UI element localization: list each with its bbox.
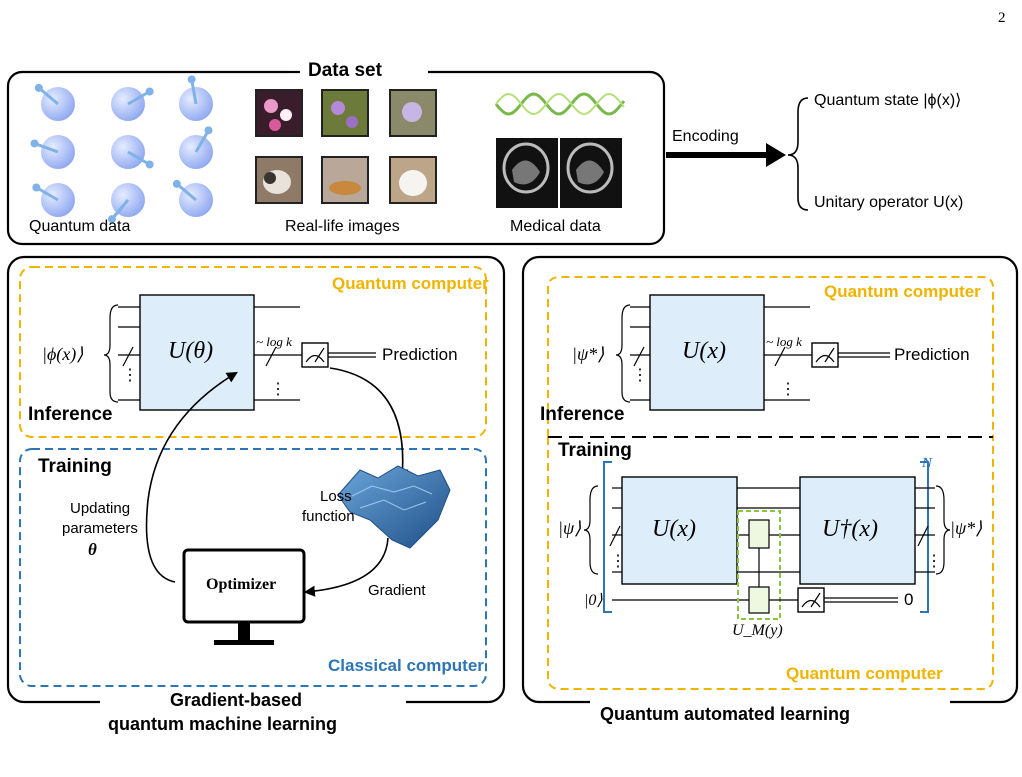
left-caption-line1: Gradient-based xyxy=(170,690,303,710)
right-inference-label: Inference xyxy=(540,404,625,425)
ancilla-label: |0⟩ xyxy=(584,592,603,609)
encoding-arrowhead xyxy=(766,143,786,167)
encoding-output-unitary: Unitary operator U(x) xyxy=(814,194,964,211)
encoding-output-state: Quantum state |ϕ(x)⟩ xyxy=(814,92,962,109)
dataset-title: Data set xyxy=(308,60,382,81)
unitary-theta-gate xyxy=(139,294,255,411)
classical-label: Classical computer xyxy=(328,656,484,675)
right-training-circuit: ⋮ ⋮ xyxy=(583,461,951,620)
right-input-state-top: |ψ*⟩ xyxy=(572,344,605,364)
left-prediction: Prediction xyxy=(382,345,458,364)
right-prediction: Prediction xyxy=(894,345,970,364)
spin-arrow-tip xyxy=(30,139,39,148)
right-output-state: |ψ*⟩ xyxy=(950,518,983,538)
left-caption-line2: quantum machine learning xyxy=(108,714,338,734)
repeat-n: N xyxy=(922,456,933,471)
updating-line1: Updating xyxy=(70,500,131,517)
spin-arrow-tip xyxy=(145,160,154,169)
svg-text:⋮: ⋮ xyxy=(926,553,942,570)
spin-arrow xyxy=(38,87,59,106)
right-log-label: ~ log k xyxy=(766,334,802,349)
gradient-label: Gradient xyxy=(368,582,426,599)
left-input-state: |ϕ(x)⟩ xyxy=(42,344,84,364)
dataset-group-images: Real-life images xyxy=(285,218,400,235)
right-caption: Quantum automated learning xyxy=(600,704,851,724)
spin-arrow xyxy=(111,199,130,220)
right-quantum-bottom-label: Quantum computer xyxy=(786,664,943,683)
svg-text:⋮: ⋮ xyxy=(270,381,286,398)
page-number: 2 xyxy=(998,10,1006,26)
dataset-title-bg xyxy=(288,60,428,84)
left-classical-box xyxy=(19,448,487,687)
left-unitary-label: U(θ) xyxy=(168,338,214,364)
um-label: U_M(y) xyxy=(732,622,783,639)
dataset-group-medical: Medical data xyxy=(510,218,601,235)
right-quantum-bottom-box xyxy=(547,437,994,690)
um-gate-bottom xyxy=(748,586,770,614)
optimizer-label: Optimizer xyxy=(206,576,277,593)
real-life-images xyxy=(255,89,437,204)
left-quantum-box xyxy=(19,266,487,438)
dog-image xyxy=(321,156,369,204)
update-arrow xyxy=(145,371,238,583)
um-gate-top xyxy=(748,519,770,549)
right-training-label: Training xyxy=(558,440,632,461)
left-training-label: Training xyxy=(38,456,112,477)
spin-arrow-tip xyxy=(204,126,213,135)
spin-arrow-tip xyxy=(32,183,41,192)
unitary-x-gate xyxy=(649,294,765,411)
right-input-state-bottom: |ψ⟩ xyxy=(558,518,582,538)
spin-arrow-tip xyxy=(34,83,43,92)
theta-label: θ xyxy=(88,540,97,559)
spin-arrow-tip xyxy=(107,215,116,224)
to-loss-arrow xyxy=(329,367,409,481)
spin-arrow xyxy=(194,130,210,153)
left-circuit: ⋮ ⋮ xyxy=(103,294,376,411)
spin-arrow xyxy=(176,183,197,202)
loss-line2: function xyxy=(302,508,355,525)
right-inference-circuit: ⋮ ⋮ xyxy=(615,294,890,411)
spin-arrow xyxy=(127,90,150,106)
left-inference-label: Inference xyxy=(28,404,113,425)
spin-arrow xyxy=(190,80,198,105)
spin-arrow xyxy=(34,142,59,154)
dataset-group-quantum: Quantum data xyxy=(29,218,131,235)
spin-arrow-tip xyxy=(145,87,154,96)
spin-arrow-tip xyxy=(187,75,196,84)
spin-arrow xyxy=(36,186,59,202)
right-unitary-dagger-label: U†(x) xyxy=(822,516,878,542)
encoding-brace xyxy=(787,97,809,211)
medical-data xyxy=(494,92,626,208)
svg-text:⋮: ⋮ xyxy=(122,367,138,384)
spin-arrow-tip xyxy=(172,179,181,188)
unitary-dagger-gate xyxy=(799,476,916,585)
quantum-data-spheres xyxy=(30,75,213,224)
flower-image xyxy=(321,89,369,137)
measured-zero: 0 xyxy=(904,590,914,609)
svg-text:⋮: ⋮ xyxy=(780,381,796,398)
dna-helix xyxy=(495,92,625,116)
left-log-label: ~ log k xyxy=(256,334,292,349)
loss-surface xyxy=(337,465,451,549)
svg-text:⋮: ⋮ xyxy=(610,553,626,570)
right-quantum-top-label: Quantum computer xyxy=(824,282,981,301)
encoding-label: Encoding xyxy=(672,128,739,145)
dna-helix xyxy=(494,92,626,116)
loss-line1: Loss xyxy=(320,488,352,505)
svg-text:⋮: ⋮ xyxy=(632,367,648,384)
updating-line2: parameters xyxy=(62,520,138,537)
left-quantum-label: Quantum computer xyxy=(332,274,489,293)
right-unitary-left-label: U(x) xyxy=(652,516,696,542)
gradient-arrow xyxy=(303,537,389,597)
spin-arrow xyxy=(127,150,150,166)
right-quantum-top-box xyxy=(547,276,994,437)
unitary-x-gate-training xyxy=(621,476,738,585)
right-unitary-top-label: U(x) xyxy=(682,338,726,364)
um-dashed-box xyxy=(737,510,781,620)
